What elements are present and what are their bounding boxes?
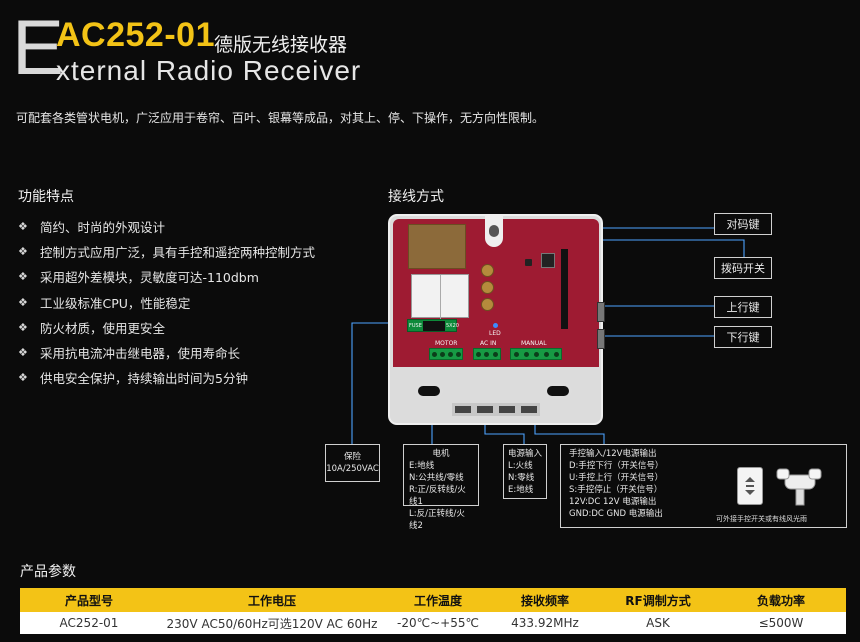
model-number: AC252-01 [56, 16, 215, 54]
feature-item: ❖采用超外差模块，灵敏度可达-110dbm [18, 270, 259, 286]
hanging-hook [485, 215, 503, 247]
dip-switch-callout: 拨码开关 [714, 257, 772, 279]
table-header: 工作温度 [386, 588, 490, 612]
table-header: RF调制方式 [600, 588, 716, 612]
capacitor [481, 281, 494, 294]
table-row: AC252-01 230V AC50/60Hz可选120V AC 60Hz -2… [20, 612, 846, 634]
transformer [408, 224, 466, 269]
manual-note: 可外接手控开关或有线风光雨 [716, 515, 807, 523]
fuse-info-box: 保险 10A/250VAC [325, 444, 380, 482]
manual-info-box: 手控输入/12V电源输出 D:手控下行（开关信号） U:手控上行（开关信号） S… [560, 444, 847, 528]
table-header: 负载功率 [716, 588, 846, 612]
receiver-device-image: FUSE 5X20 LED MOTOR AC IN MANUAL [388, 214, 605, 425]
led-indicator [493, 323, 498, 328]
cable-vent [452, 403, 540, 416]
table-header-row: 产品型号 工作电压 工作温度 接收频率 RF调制方式 负载功率 [20, 588, 846, 612]
title-initial-letter: E [12, 3, 65, 91]
intro-text: 可配套各类管状电机，广泛应用于卷帘、百叶、银幕等成品，对其上、停、下操作，无方向… [16, 111, 545, 125]
pair-key-callout: 对码键 [714, 213, 772, 235]
capacitor [481, 298, 494, 311]
pair-key-button [525, 259, 532, 266]
english-title: xternal Radio Receiver [56, 55, 362, 86]
diamond-bullet-icon: ❖ [18, 245, 28, 259]
model-description: 德版无线接收器 [214, 34, 348, 56]
params-table: 产品型号 工作电压 工作温度 接收频率 RF调制方式 负载功率 AC252-01… [20, 588, 846, 634]
table-header: 工作电压 [158, 588, 386, 612]
params-title: 产品参数 [20, 564, 76, 580]
manual-terminal [510, 348, 562, 360]
feature-list: ❖简约、时尚的外观设计 ❖控制方式应用广泛，具有手控和遥控两种控制方式 ❖采用超… [18, 214, 315, 390]
table-cell: -20℃~+55℃ [386, 612, 490, 634]
table-cell: AC252-01 [20, 612, 158, 634]
ac-in-terminal [473, 348, 501, 360]
power-info-box: 电源输入 L:火线 N:零线 E:地线 [503, 444, 547, 499]
up-key-button [597, 302, 605, 322]
feature-item: ❖采用抗电流冲击继电器，使用寿命长 [18, 346, 241, 362]
fuse-holder: FUSE 5X20 [407, 319, 459, 332]
down-key-callout: 下行键 [714, 326, 772, 348]
features-title: 功能特点 [18, 189, 74, 205]
diamond-bullet-icon: ❖ [18, 346, 28, 360]
feature-item: ❖防火材质，使用更安全 [18, 320, 166, 336]
diamond-bullet-icon: ❖ [18, 371, 28, 385]
antenna-slot [561, 249, 568, 329]
feature-item: ❖工业级标准CPU，性能稳定 [18, 295, 191, 311]
table-header: 产品型号 [20, 588, 158, 612]
table-header: 接收频率 [490, 588, 600, 612]
diamond-bullet-icon: ❖ [18, 320, 28, 334]
relay-pair [411, 274, 469, 319]
dip-switch [541, 253, 555, 268]
up-key-callout: 上行键 [714, 296, 772, 318]
motor-terminal [429, 348, 463, 360]
mounting-hole [544, 383, 572, 399]
table-cell: ≤500W [716, 612, 846, 634]
table-cell: 230V AC50/60Hz可选120V AC 60Hz [158, 612, 386, 634]
diamond-bullet-icon: ❖ [18, 295, 28, 309]
led-label: LED [489, 330, 501, 337]
diamond-bullet-icon: ❖ [18, 270, 28, 284]
feature-item: ❖控制方式应用广泛，具有手控和遥控两种控制方式 [18, 245, 316, 261]
diamond-bullet-icon: ❖ [18, 220, 28, 234]
mounting-hole [415, 383, 443, 399]
ac-in-label: AC IN [480, 340, 497, 347]
down-key-button [597, 329, 605, 349]
table-cell: ASK [600, 612, 716, 634]
wall-switch-icon [737, 467, 763, 505]
capacitor [481, 264, 494, 277]
table-cell: 433.92MHz [490, 612, 600, 634]
wind-sensor-icon [776, 468, 822, 506]
motor-label: MOTOR [435, 340, 458, 347]
wiring-title: 接线方式 [388, 189, 444, 205]
feature-item: ❖供电安全保护，持续输出时间为5分钟 [18, 371, 248, 387]
feature-item: ❖简约、时尚的外观设计 [18, 220, 166, 236]
motor-info-box: 电机 E:地线 N:公共线/零线 R:正/反转线/火线1 L:反/正转线/火线2 [403, 444, 479, 531]
manual-label: MANUAL [521, 340, 547, 347]
